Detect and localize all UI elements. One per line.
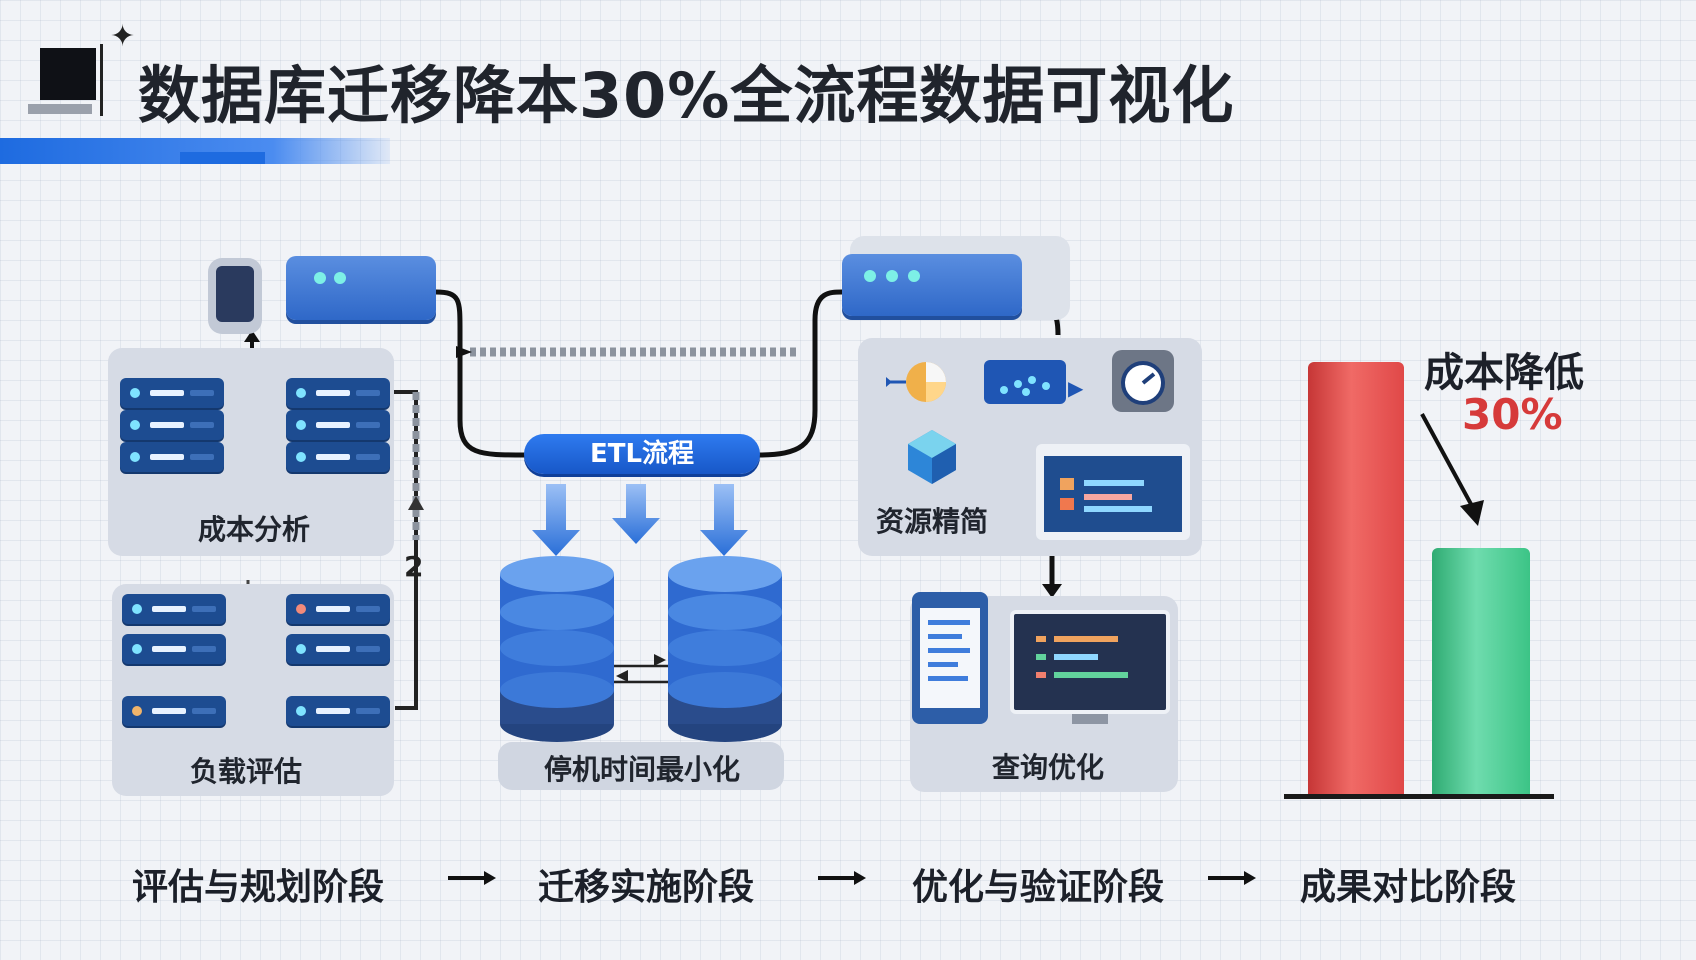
logo-stand xyxy=(28,104,92,114)
arrow-icon xyxy=(448,868,498,892)
stage-optimization-validation: 优化与验证阶段 xyxy=(912,867,1165,908)
cost-reduction-percent: 30% xyxy=(1462,390,1563,439)
cost-analysis-panel: 成本分析 xyxy=(108,348,394,556)
server-icon xyxy=(122,634,226,664)
sparkle-icon: ✦ xyxy=(110,19,136,54)
server-icon xyxy=(120,442,224,472)
cost-reduction-label: 成本降低 xyxy=(1424,350,1584,396)
page-title: 数据库迁移降本30%全流程数据可视化 xyxy=(138,59,1235,132)
cost-analysis-label: 成本分析 xyxy=(198,513,311,546)
gauge-icon xyxy=(1112,350,1174,412)
server-icon xyxy=(286,696,390,726)
database-icon xyxy=(500,556,614,742)
query-optimization-panel: 查询优化 xyxy=(910,592,1178,792)
load-assessment-panel: 负载评估 xyxy=(112,584,394,796)
server-icon xyxy=(286,378,390,408)
cost-chart-icon xyxy=(886,362,946,402)
monitor-icon xyxy=(216,266,254,322)
arrow-icon: ▶ xyxy=(1068,376,1084,400)
resource-streamlining-label: 资源精简 xyxy=(876,505,989,538)
target-server-header xyxy=(842,254,1022,316)
stage-migration-implementation: 迁移实施阶段 xyxy=(538,867,755,908)
code-window-icon xyxy=(1036,444,1190,540)
database-icon xyxy=(668,556,782,742)
etl-process-pill: ETL流程 xyxy=(524,434,760,474)
server-icon xyxy=(122,696,226,726)
monitor-icon xyxy=(1010,610,1170,714)
logo-block-icon xyxy=(40,48,96,100)
server-icon xyxy=(286,594,390,624)
device-frame xyxy=(208,258,262,334)
source-server-header xyxy=(286,256,436,320)
cost-after-bar xyxy=(1432,548,1530,796)
resource-streamlining-panel: ▶ 资源精简 xyxy=(858,338,1202,556)
downtime-panel: 停机时间最小化 xyxy=(498,742,784,790)
step-marker: 2 xyxy=(404,550,424,583)
server-icon xyxy=(286,442,390,472)
load-assessment-label: 负载评估 xyxy=(190,755,303,788)
chart-baseline xyxy=(1284,794,1554,799)
cube-icon xyxy=(908,430,956,484)
stage-results-comparison: 成果对比阶段 xyxy=(1300,867,1517,908)
arrow-icon xyxy=(1208,868,1258,892)
network-node-icon xyxy=(984,360,1066,404)
query-optimization-label: 查询优化 xyxy=(992,751,1105,784)
phone-icon xyxy=(912,592,988,724)
logo-divider xyxy=(100,44,103,116)
stage-assessment-planning: 评估与规划阶段 xyxy=(132,867,385,908)
server-icon xyxy=(286,634,390,664)
cost-before-bar xyxy=(1308,362,1404,796)
server-icon xyxy=(120,410,224,440)
server-icon xyxy=(122,594,226,624)
arrow-icon xyxy=(818,868,868,892)
server-icon xyxy=(120,378,224,408)
downtime-label: 停机时间最小化 xyxy=(544,753,741,786)
server-icon xyxy=(286,410,390,440)
title-underline-accent xyxy=(180,152,265,164)
monitor-stand xyxy=(1072,714,1108,724)
